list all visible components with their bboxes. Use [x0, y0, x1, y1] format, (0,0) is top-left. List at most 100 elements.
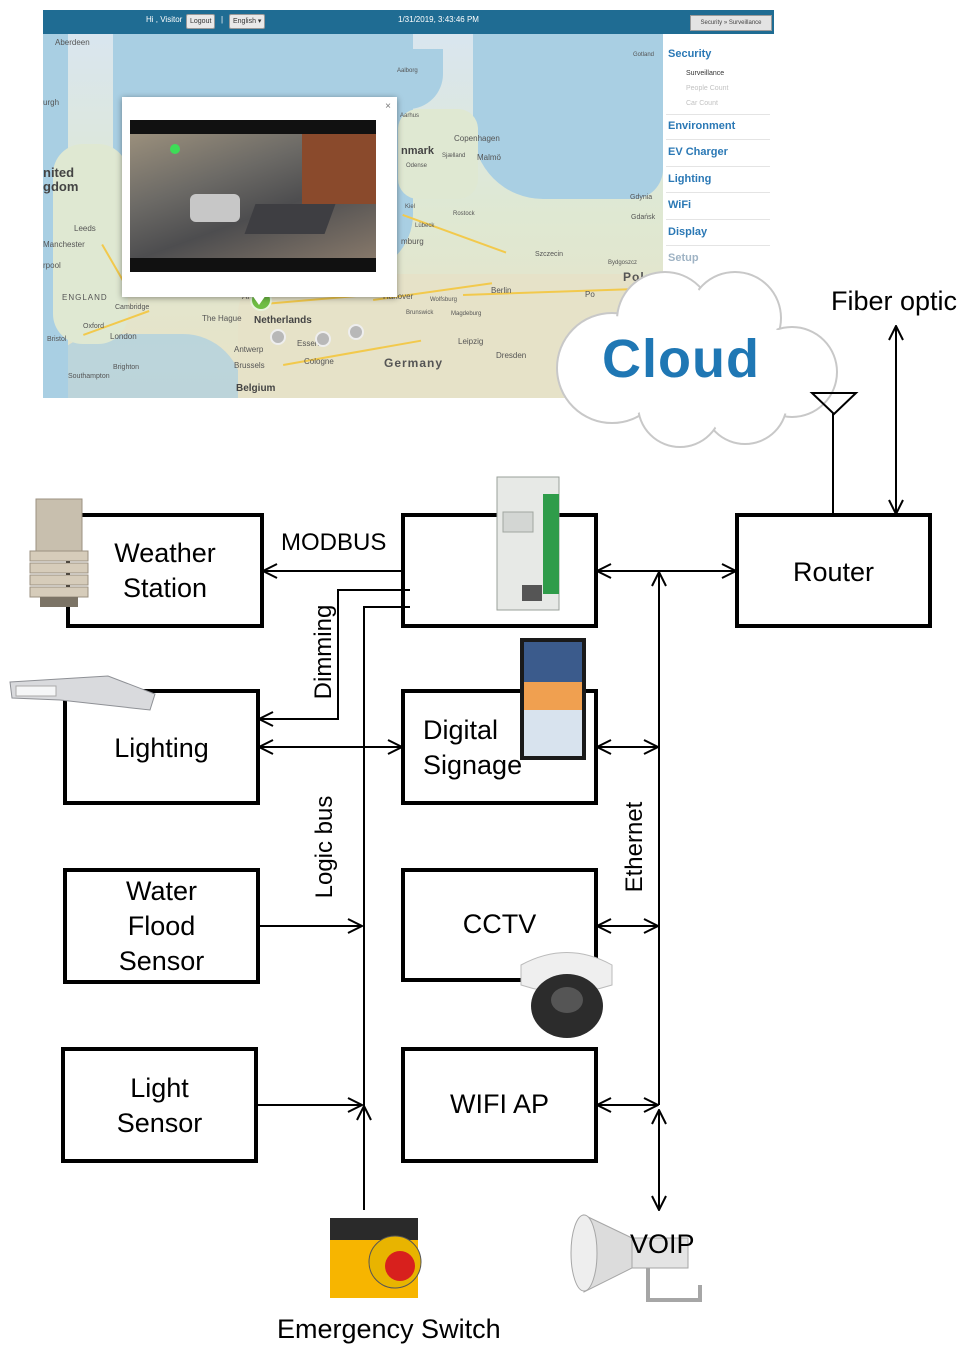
map-label: London	[110, 332, 137, 341]
emergency-switch-label: Emergency Switch	[277, 1314, 501, 1344]
map-label: Essen	[297, 339, 320, 348]
top-bar: Hi , Visitor Logout | English ▾ 1/31/201…	[43, 10, 774, 34]
map-label-country: Netherlands	[254, 315, 312, 326]
map-label: Aalborg	[397, 68, 418, 74]
antenna-icon	[809, 392, 859, 416]
uk-land	[53, 144, 128, 344]
map-label-country: Germany	[384, 356, 444, 370]
menu-item-lighting[interactable]: Lighting	[668, 173, 712, 185]
map-label: Antwerp	[234, 345, 264, 354]
map-label: Sjælland	[442, 153, 466, 159]
greeting-text: Hi , Visitor	[146, 15, 183, 24]
map-label-country: nited gdom	[43, 165, 79, 194]
map-label: Hanover	[383, 292, 414, 301]
map-label: The Hague	[202, 314, 242, 323]
cloud-shape	[556, 271, 838, 448]
modbus-label: MODBUS	[281, 529, 387, 556]
light-sensor-label: Light Sensor	[116, 1073, 203, 1138]
map-label: Gdynia	[630, 194, 653, 201]
menu-item-display[interactable]: Display	[668, 226, 708, 238]
map-label: Brunswick	[406, 310, 434, 316]
plc-controller-icon	[496, 476, 560, 611]
building-shape	[302, 134, 376, 204]
menu-divider	[666, 114, 770, 115]
digital-signage-label: Digital Signage	[423, 715, 523, 780]
menu-item-security[interactable]: Security	[668, 48, 712, 60]
map-label: Copenhagen	[454, 134, 500, 143]
dome-camera-icon	[520, 952, 613, 1038]
map-label: Kiel	[405, 204, 416, 210]
water-flood-sensor-box	[63, 868, 260, 984]
map-label: Po	[585, 290, 595, 299]
horn-speaker-icon	[570, 1214, 702, 1302]
logic-bus-line	[363, 606, 410, 1210]
menu-item-environment[interactable]: Environment	[668, 120, 736, 132]
fiber-optic-label: Fiber optic	[831, 286, 958, 316]
car-shape	[190, 194, 240, 222]
light-sensor-box	[61, 1047, 258, 1163]
menu-item-wifi[interactable]: WiFi	[668, 199, 692, 211]
ethernet-label: Ethernet	[621, 801, 648, 893]
menu-divider	[666, 192, 770, 193]
wifi-ap-box	[401, 1047, 598, 1163]
voip-label: VOIP	[630, 1229, 695, 1259]
logout-button[interactable]: Logout	[186, 14, 216, 29]
map-label: Bydgoszcz	[608, 260, 638, 266]
water-flood-sensor-label: Water Flood Sensor	[118, 876, 205, 976]
map-label: Manchester	[43, 240, 85, 249]
datetime-text: 1/31/2019, 3:43:46 PM	[398, 15, 479, 24]
cctv-video-feed[interactable]	[130, 120, 376, 272]
router-box	[735, 513, 932, 628]
menu-divider	[666, 166, 770, 167]
weather-station-label: Weather Station	[114, 538, 216, 603]
map-label: Bristol	[47, 336, 67, 343]
map-label: Rostock	[453, 211, 475, 217]
weather-station-icon	[29, 498, 89, 607]
language-select[interactable]: English ▾	[229, 14, 266, 29]
map-label: Leeds	[74, 224, 96, 233]
cctv-label: CCTV	[462, 909, 537, 939]
submenu-item-car-count[interactable]: Car Count	[686, 100, 718, 107]
submenu-item-surveillance[interactable]: Surveillance	[686, 70, 725, 77]
lighting-label: Lighting	[114, 733, 209, 763]
map-label: Cologne	[304, 357, 334, 366]
cloud-label: Cloud	[602, 329, 760, 389]
map-label: Aarhus	[400, 113, 420, 119]
camera-marker[interactable]	[315, 331, 331, 347]
map-label: mburg	[401, 237, 424, 246]
menu-item-ev-charger[interactable]: EV Charger	[668, 146, 728, 158]
street-light-icon	[9, 675, 156, 711]
map-label-region: ENGLAND	[62, 293, 108, 302]
map-label-country: nmark	[401, 145, 435, 157]
smart-city-web-ui: Hi , Visitor Logout | English ▾ 1/31/201…	[43, 10, 774, 398]
map-label: Leipzig	[458, 337, 484, 346]
map-label: Dresden	[496, 351, 527, 360]
map-label: Aberdeen	[55, 38, 90, 47]
map-label: Wolfsburg	[430, 297, 457, 303]
traffic-light-shape	[170, 144, 180, 154]
menu-divider	[666, 139, 770, 140]
menu-item-setup[interactable]: Setup	[668, 252, 699, 264]
router-label: Router	[792, 557, 875, 587]
separator: |	[221, 15, 224, 24]
baltic-sea	[473, 34, 663, 199]
map-label: Oxford	[83, 323, 105, 330]
camera-marker[interactable]	[348, 324, 364, 340]
close-icon[interactable]: ×	[385, 101, 391, 112]
breadcrumb[interactable]: Security » Surveillance	[690, 15, 772, 31]
map-label: Brighton	[113, 364, 140, 371]
menu-divider	[666, 219, 770, 220]
emergency-switch-icon	[330, 1218, 422, 1298]
map-label: Cambridge	[115, 304, 150, 311]
map-label: Brussels	[234, 361, 265, 370]
dimming-label: Dimming	[310, 604, 337, 700]
camera-marker[interactable]	[270, 329, 286, 345]
menu-divider	[666, 245, 770, 246]
submenu-item-people-count[interactable]: People Count	[686, 85, 729, 92]
digital-signage-icon	[520, 638, 586, 760]
map-label: rpool	[43, 261, 61, 270]
map-label: Southampton	[68, 373, 110, 380]
map-label: Gdańsk	[631, 214, 656, 221]
map-label: Berlin	[491, 286, 512, 295]
